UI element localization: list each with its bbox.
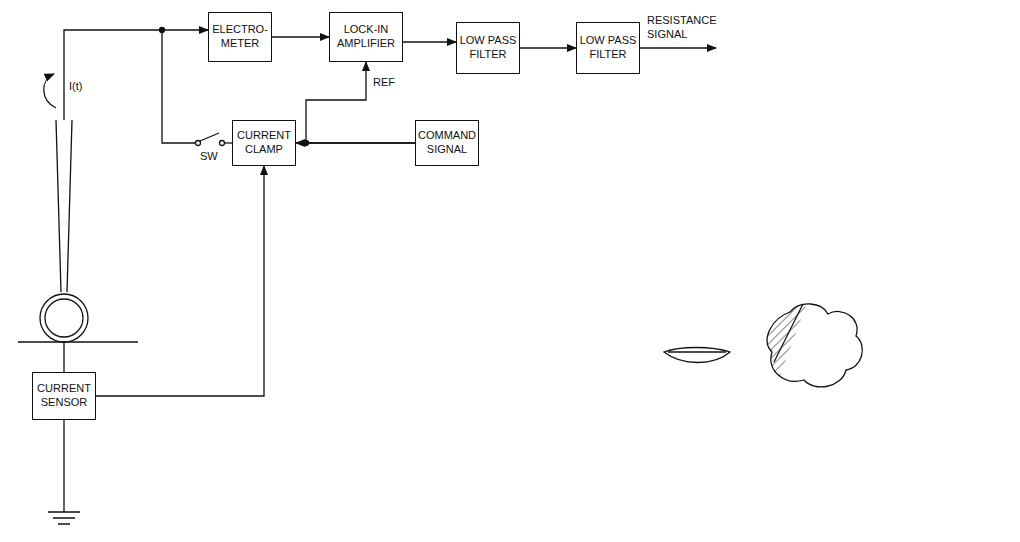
command-signal-box: COMMAND SIGNAL xyxy=(415,120,479,166)
reference-label: REF xyxy=(372,76,396,90)
current-sensor-box: CURRENT SENSOR xyxy=(32,372,96,420)
box-label: CURRENT CLAMP xyxy=(235,129,293,157)
box-label: ELECTRO- METER xyxy=(211,23,269,51)
low-pass-filter-box: LOW PASS FILTER xyxy=(456,22,520,74)
signal-connector xyxy=(272,36,329,37)
output-signal-label: RESISTANCE SIGNAL xyxy=(646,14,728,42)
box-label: LOW PASS FILTER xyxy=(459,34,517,62)
box-label: CURRENT SENSOR xyxy=(35,382,93,410)
signal-connector xyxy=(403,41,456,42)
box-label: LOCK-IN AMPLIFIER xyxy=(332,23,400,51)
current-clamp-box: CURRENT CLAMP xyxy=(232,120,296,166)
current-label: I(t) xyxy=(68,80,83,94)
electrometer-box: ELECTRO- METER xyxy=(208,12,272,62)
lock-in-amplifier-box: LOCK-IN AMPLIFIER xyxy=(329,12,403,62)
signal-connector xyxy=(306,62,415,143)
switch-label: SW xyxy=(199,150,219,164)
signal-connector xyxy=(96,166,264,396)
box-label: LOW PASS FILTER xyxy=(579,34,637,62)
low-pass-filter-box: LOW PASS FILTER xyxy=(576,22,640,74)
wiring xyxy=(18,28,862,525)
box-label: COMMAND SIGNAL xyxy=(418,129,476,157)
signal-connector xyxy=(520,47,576,48)
